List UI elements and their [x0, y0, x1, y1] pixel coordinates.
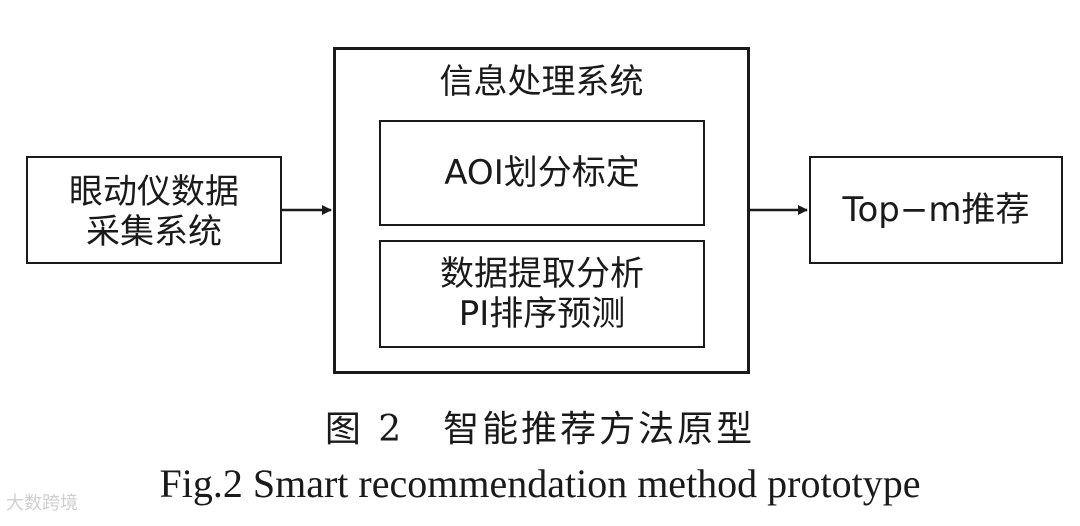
aoi-division-calibration-box: AOI划分标定: [379, 120, 705, 226]
eye-tracker-box-line-1: 眼动仪数据: [69, 172, 239, 212]
eye-tracker-box-line-2: 采集系统: [86, 212, 222, 252]
top-m-recommendation-box: Top−m推荐: [809, 156, 1063, 264]
eye-tracker-box-text: 眼动仪数据 采集系统: [28, 172, 280, 252]
figure-caption-chinese: 图 2 智能推荐方法原型: [324, 409, 756, 450]
information-processing-system-title: 信息处理系统: [439, 62, 644, 102]
figure-caption-english: Fig.2 Smart recommendation method protot…: [159, 461, 921, 506]
data-extraction-analysis-box: 数据提取分析 PI排序预测: [379, 240, 705, 348]
aoi-division-calibration-label: AOI划分标定: [444, 153, 640, 193]
data-extraction-box-line-1: 数据提取分析: [440, 254, 644, 294]
data-extraction-box-line-2: PI排序预测: [458, 294, 626, 334]
watermark-text: 大数跨境: [6, 493, 78, 514]
data-extraction-box-text: 数据提取分析 PI排序预测: [381, 254, 703, 334]
top-m-recommendation-label: Top−m推荐: [842, 190, 1030, 230]
eye-tracker-data-collection-box: 眼动仪数据 采集系统: [26, 156, 282, 264]
